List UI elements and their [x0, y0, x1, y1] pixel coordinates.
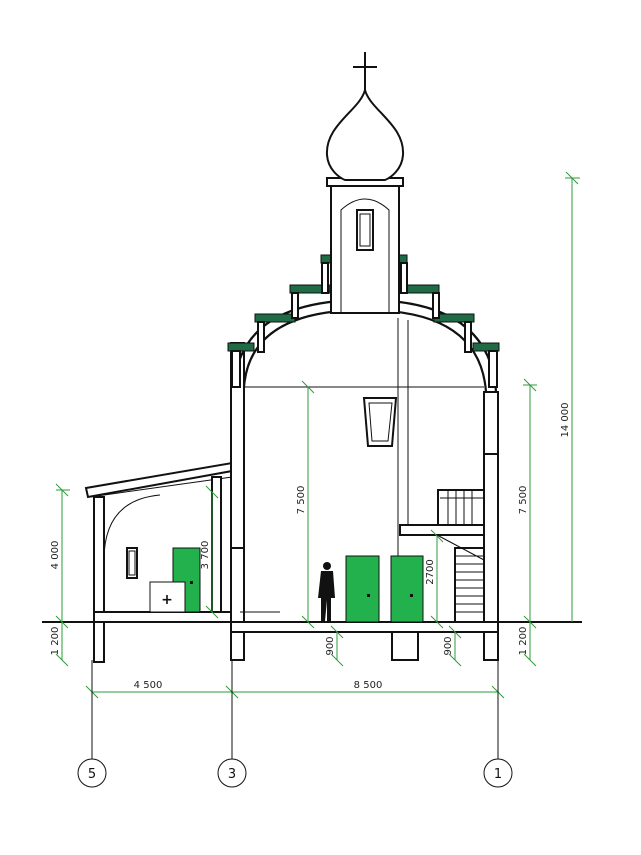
balcony-railing	[440, 490, 484, 525]
side-door	[390, 555, 424, 623]
dimension-lines	[55, 171, 580, 699]
dim-span-right: 8 500	[354, 680, 383, 691]
dim-inner-door: 2700	[425, 559, 436, 584]
orthodox-cross-icon	[353, 52, 377, 92]
main-door	[345, 555, 380, 623]
main-building	[230, 298, 499, 661]
dim-porch-height: 4 000	[50, 541, 61, 570]
axis-label-5: 5	[88, 767, 96, 782]
dim-foundation-left: 1 200	[50, 627, 61, 656]
dim-overall-height: 14 000	[560, 403, 571, 438]
human-figure-icon	[318, 562, 335, 621]
axis-label-1: 1	[494, 767, 502, 782]
porch	[84, 461, 235, 663]
staircase	[436, 534, 485, 623]
dim-foundation-right: 1 200	[518, 627, 529, 656]
plus-sign-icon: +	[161, 592, 173, 608]
onion-dome	[325, 89, 405, 181]
drum	[326, 177, 404, 314]
dim-porch-door: 3 700	[200, 541, 211, 570]
first-aid-box: +	[149, 581, 186, 613]
roof-tiers	[227, 254, 500, 388]
dim-span-left: 4 500	[134, 680, 163, 691]
dim-floor-offset-right: 900	[443, 636, 454, 655]
axis-label-3: 3	[228, 767, 236, 782]
grid-axes	[77, 660, 513, 788]
dim-dome-left: 7 500	[296, 486, 307, 515]
dim-dome-right: 7 500	[518, 486, 529, 515]
dim-floor-offset-left: 900	[325, 636, 336, 655]
